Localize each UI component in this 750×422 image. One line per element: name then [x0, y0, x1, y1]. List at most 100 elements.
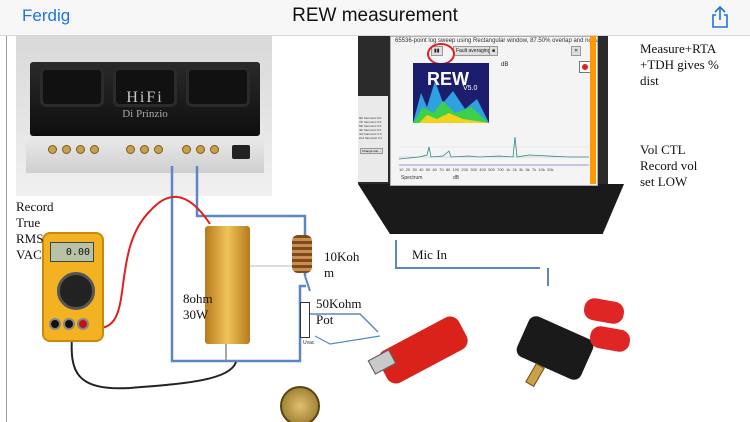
rew-legend: Spectrum dB	[401, 175, 587, 187]
transformer-middle	[113, 67, 177, 107]
axis-tick: 400	[479, 167, 486, 172]
side-item: 4th harmonic 0.0	[359, 128, 382, 132]
speaker-terminal	[196, 145, 205, 154]
axis-tick: 50	[425, 167, 431, 172]
rew-side-panel: 9th harmonic 0.0 7th harmonic 0.0 5th ha…	[358, 96, 388, 182]
resistor-10k-label: 10Koh m	[324, 249, 359, 281]
note-line: 30W	[183, 307, 209, 322]
axis-tick: 30	[412, 167, 417, 172]
speaker-terminal	[126, 145, 135, 154]
probe-socket	[77, 318, 89, 330]
blue-wire	[304, 275, 311, 292]
side-item: 9th harmonic 0.0	[359, 116, 382, 120]
mic-in-label: Mic In	[412, 247, 448, 262]
measure-note: Measure+RTA +TDH gives % dist	[640, 41, 719, 89]
axis-tick: 80	[445, 167, 451, 172]
rew-version: V5.0	[463, 85, 478, 92]
laptop-keyboard	[358, 184, 624, 234]
black-probe-wire	[70, 335, 237, 390]
rew-logo-text: REW	[427, 69, 469, 89]
resistor-10kohm	[292, 235, 312, 273]
axis-tick: 10	[399, 167, 404, 172]
note-line: 50Kohm	[316, 296, 362, 311]
multimeter-sockets	[49, 318, 97, 330]
axis-tick: 1k	[506, 167, 511, 172]
side-item: 5th harmonic 0.0	[359, 124, 382, 128]
axis-tick: 3k	[518, 167, 524, 172]
amplifier-rear-panel	[26, 139, 264, 173]
amplifier-chassis: HiFi Di Prinzio	[30, 62, 260, 136]
rew-close-button[interactable]: ✕	[571, 46, 582, 56]
spectrogram-graphic	[413, 81, 489, 123]
share-icon[interactable]	[710, 5, 730, 29]
axis-tick: 5k	[525, 167, 530, 172]
note-line: 8ohm	[183, 291, 213, 306]
note-line: Vol CTL	[640, 142, 686, 157]
note-line: Record	[16, 199, 54, 214]
resistor-8ohm-label: 8ohm 30W	[183, 291, 213, 323]
input-jack	[90, 145, 99, 154]
axis-tick: 40	[419, 167, 424, 172]
axis-tick: 700	[497, 167, 504, 172]
axis-tick: 20	[405, 167, 411, 172]
power-socket	[232, 145, 250, 159]
transformer-left	[40, 67, 104, 107]
note-line: 10Koh	[324, 249, 360, 264]
blue-wire	[170, 166, 306, 363]
note-line: +TDH gives %	[640, 57, 719, 72]
input-jack	[48, 145, 57, 154]
axis-tick: 500	[488, 167, 495, 172]
potentiometer-label: 50Kohm Pot	[316, 296, 362, 328]
note-line: RMS	[16, 231, 44, 246]
axis-tick: 70	[439, 167, 444, 172]
input-jack	[62, 145, 71, 154]
note-line: VAC	[16, 247, 42, 262]
spectrum-plot	[399, 136, 589, 166]
note-line: Pot	[316, 312, 334, 327]
multimeter-dial	[57, 272, 95, 310]
speaker-terminal	[154, 145, 163, 154]
note-line: Record vol	[640, 158, 698, 173]
axis-tick: 10k	[538, 167, 545, 172]
blue-wire	[310, 313, 379, 333]
legend-series: Spectrum	[401, 175, 423, 181]
probe-socket	[49, 318, 61, 330]
uvac-label: Uvac	[303, 340, 315, 346]
note-line: Measure+RTA	[640, 41, 717, 56]
document-edge	[6, 36, 7, 422]
side-item: 7th harmonic 0.0	[359, 120, 382, 124]
frequency-axis: 10 20 30 40 50 60 70 80 100 200 300 400 …	[399, 167, 589, 172]
note-line: m	[324, 265, 335, 280]
note-line: set LOW	[640, 174, 688, 189]
navigation-bar: Ferdig REW measurement	[0, 0, 750, 36]
document-canvas: HiFi Di Prinzio 9th harmonic 0.0 7th har…	[0, 36, 750, 422]
side-item: 2nd harmonic 0.1	[359, 136, 383, 140]
speaker-terminal	[140, 145, 149, 154]
probe-socket	[63, 318, 75, 330]
axis-tick: 100	[452, 167, 460, 172]
done-button[interactable]: Ferdig	[22, 6, 71, 25]
axis-tick: 200	[461, 167, 469, 172]
transformer-right	[186, 67, 250, 107]
blue-wire	[314, 335, 381, 345]
input-jack	[76, 145, 85, 154]
axis-tick: 60	[432, 167, 437, 172]
volume-control-note: Vol CTL Record vol set LOW	[640, 142, 697, 190]
rew-window: 65536-point log sweep using Rectangular …	[390, 36, 602, 187]
speaker-terminal	[182, 145, 191, 154]
axis-tick: 300	[470, 167, 478, 172]
axis-tick: 2k	[512, 167, 517, 172]
blue-wire	[395, 240, 540, 269]
amplifier-photo: HiFi Di Prinzio	[16, 36, 272, 196]
note-line: True	[16, 215, 41, 230]
change-button[interactable]: Change Car...	[360, 148, 383, 154]
potentiometer-symbol	[300, 302, 310, 338]
amplifier-brand-sub: Di Prinzio	[122, 108, 168, 120]
power-resistor-8ohm	[205, 226, 250, 344]
db-label: dB	[501, 62, 509, 68]
axis-tick: 20k	[547, 167, 554, 172]
potentiometer-photo	[280, 386, 320, 422]
page-title: REW measurement	[292, 5, 458, 26]
rew-toolbar-button[interactable]: ■	[489, 46, 499, 56]
side-item: 3rd harmonic 0.0	[359, 132, 382, 136]
